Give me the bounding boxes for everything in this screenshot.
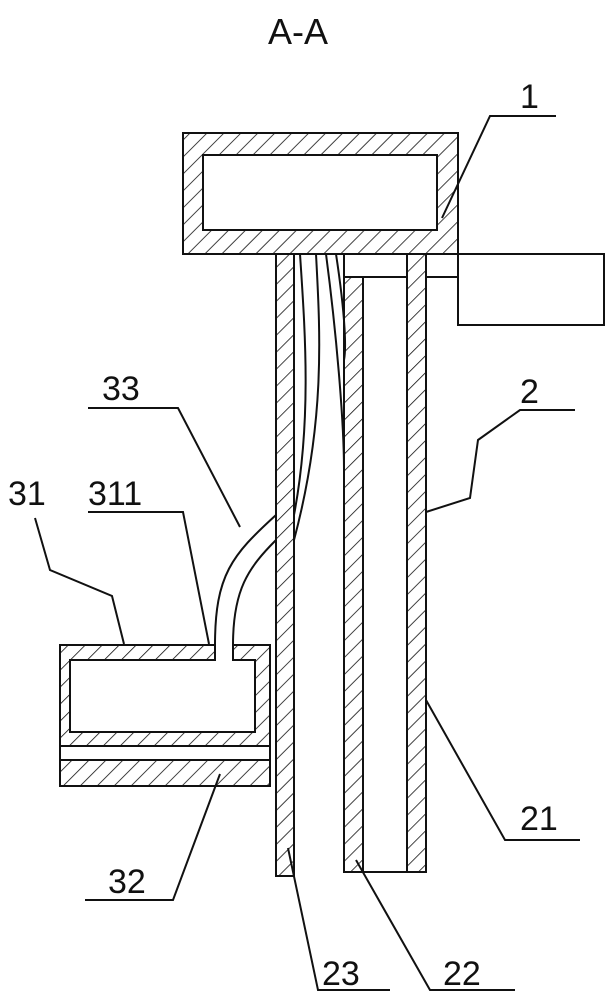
leader-line-311 [88, 511, 210, 645]
label-33: 33 [102, 370, 140, 408]
leader-line-23 [287, 847, 390, 991]
base-plate-32 [59, 759, 271, 787]
side-box [457, 253, 605, 326]
label-22: 22 [443, 955, 481, 993]
lower-box-31 [59, 644, 271, 747]
top-box-1 [182, 132, 459, 255]
label-31: 31 [8, 475, 46, 513]
tube-wall-22 [343, 276, 364, 873]
leader-line-31 [34, 517, 125, 645]
leader-line-21 [425, 699, 580, 841]
tube-wall-21 [406, 253, 427, 873]
label-23: 23 [322, 955, 360, 993]
leader-line-2 [425, 409, 575, 513]
label-1: 1 [520, 78, 539, 116]
tube-inlet-311 [215, 644, 233, 661]
tube-strand [325, 253, 345, 471]
label-2: 2 [520, 373, 539, 411]
label-32: 32 [108, 863, 146, 901]
leader-line-33 [88, 407, 241, 528]
tube-strand [293, 253, 307, 516]
leader-line-22 [355, 859, 515, 991]
label-21: 21 [520, 800, 558, 838]
leader-line-1 [441, 115, 556, 219]
flexible-tube-33 [214, 514, 277, 646]
label-311: 311 [88, 475, 142, 513]
section-title: A-A [268, 11, 328, 52]
flexible-tube-33 [232, 539, 277, 646]
tube-wall-23 [275, 253, 295, 877]
tube-strand [335, 253, 347, 361]
leader-line-32 [85, 773, 221, 901]
link-plate [343, 253, 459, 278]
tube-strand [293, 253, 321, 541]
